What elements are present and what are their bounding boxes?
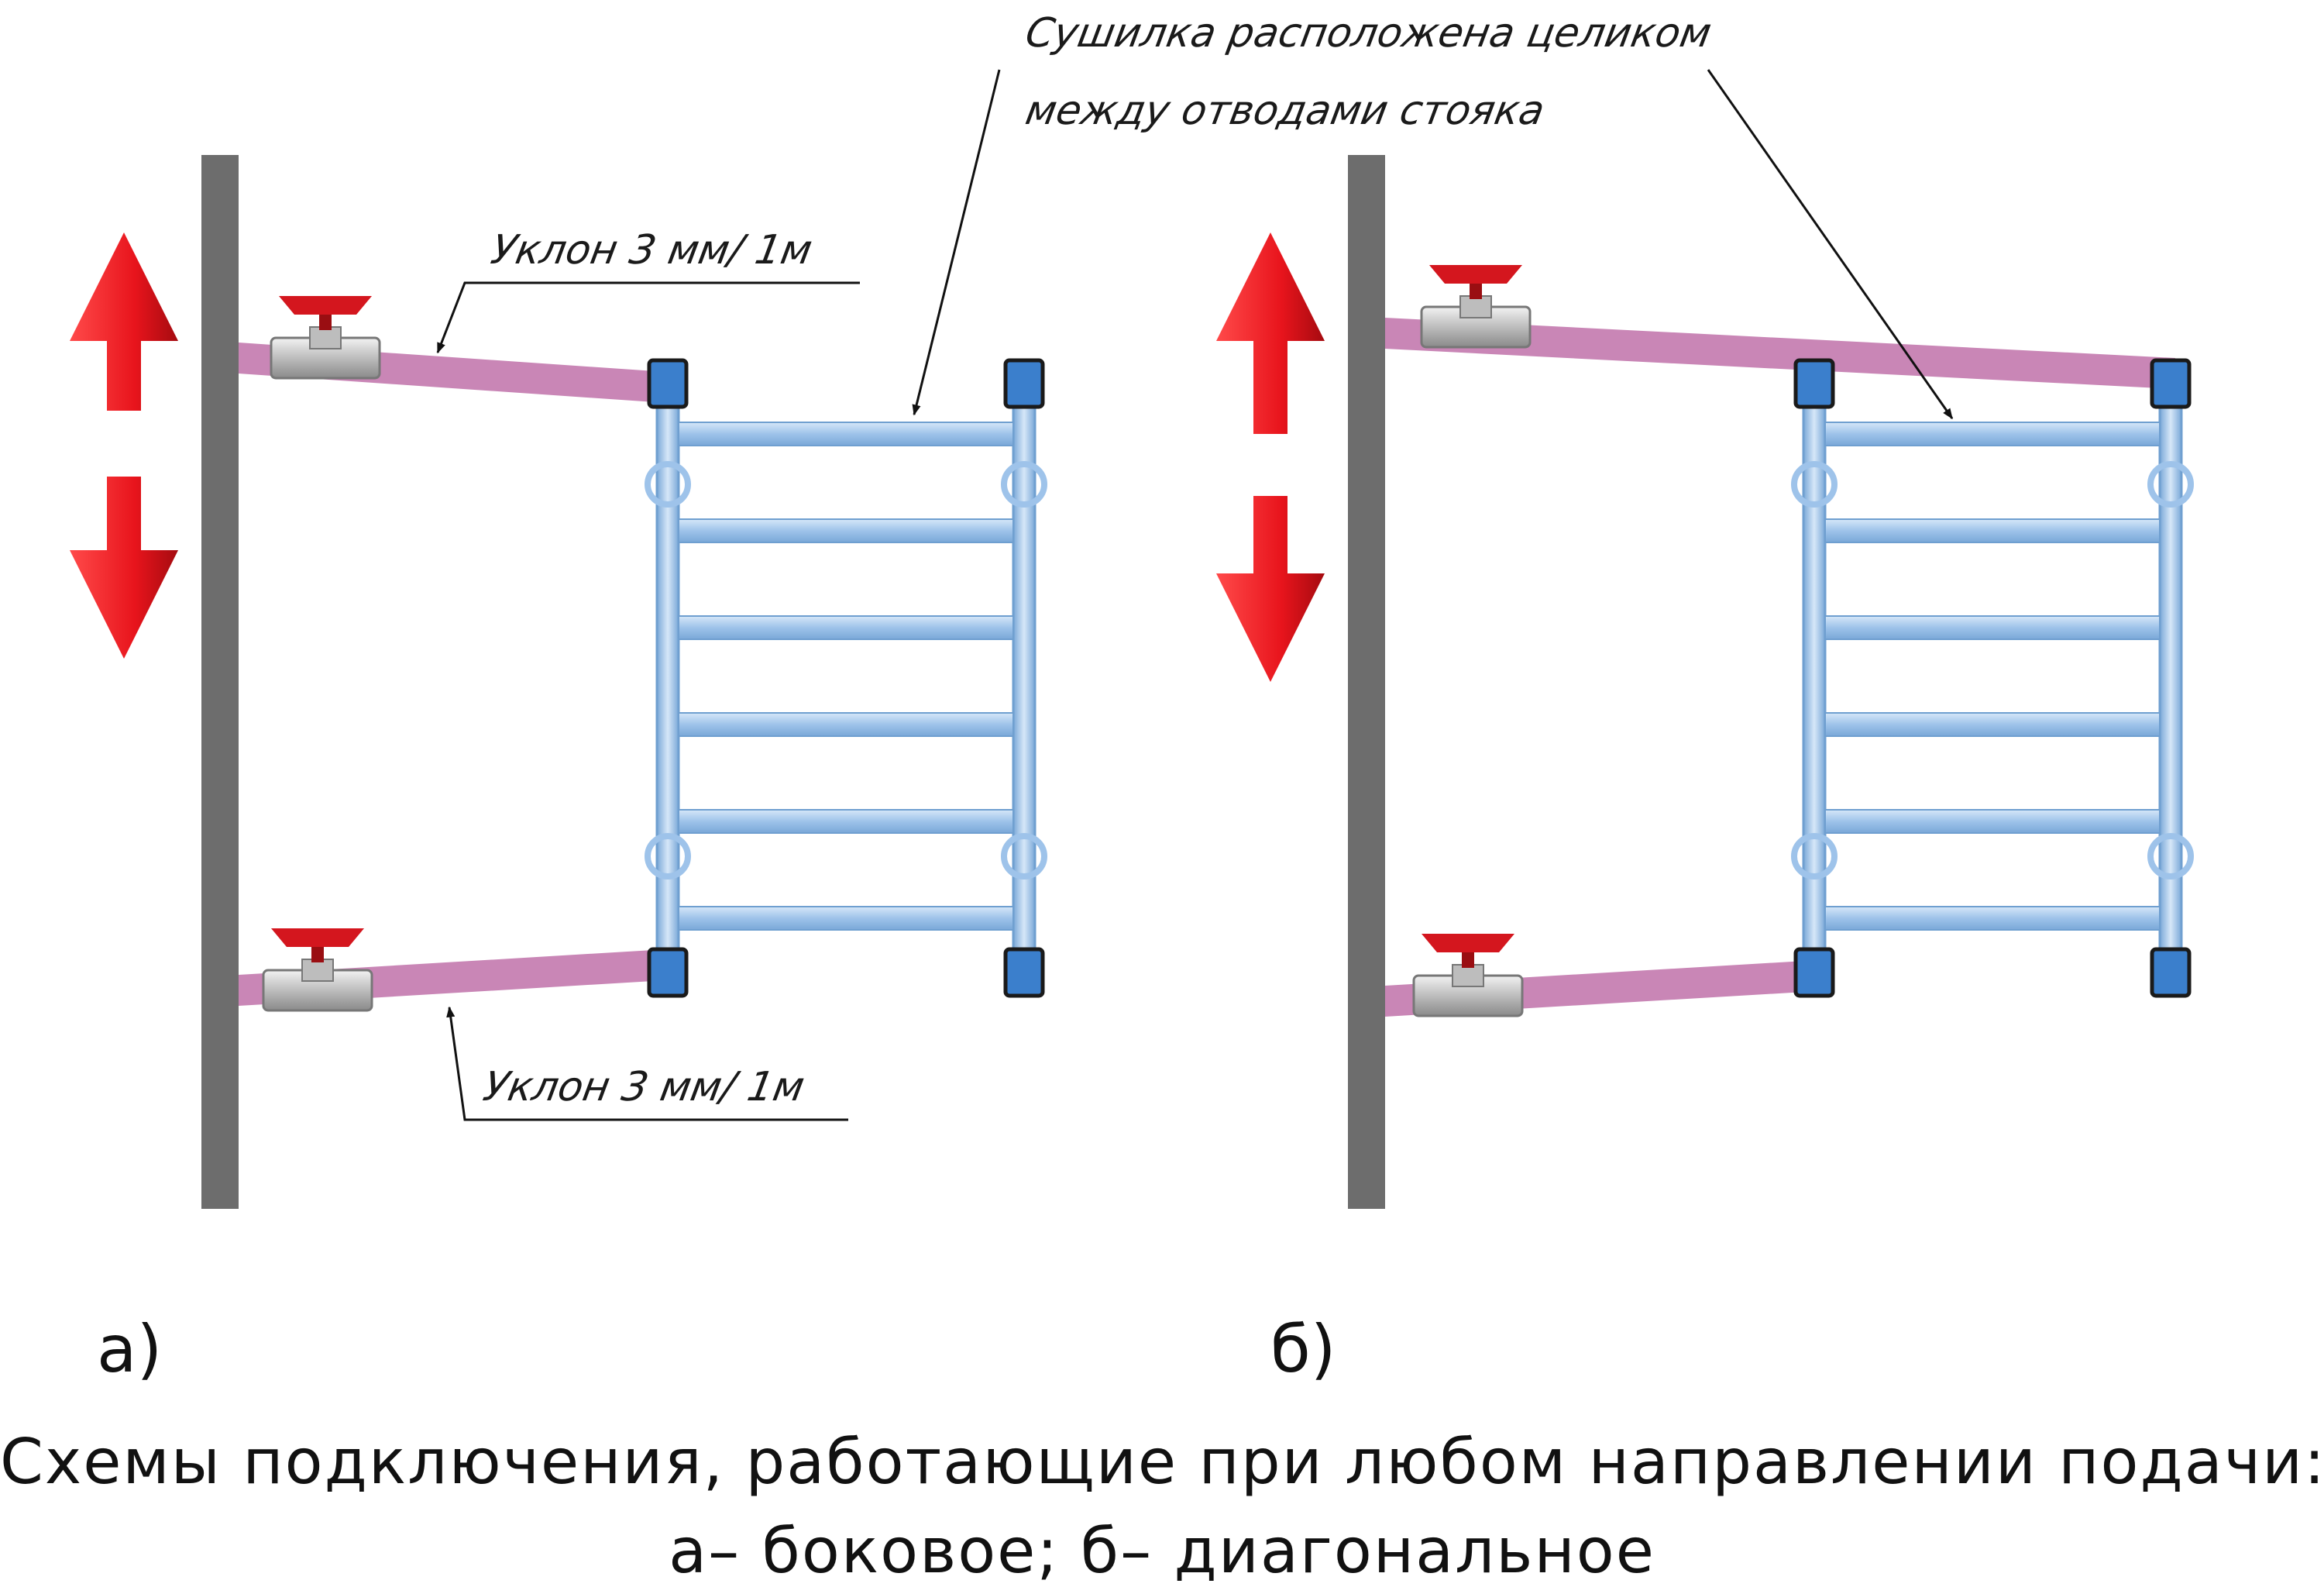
caption-line-2: а– боковое; б– диагональное (669, 1515, 1655, 1587)
ball-valve-icon (1420, 265, 1532, 349)
down-arrow-icon (1216, 496, 1325, 682)
slope-leader-top (436, 281, 860, 354)
towel-dryer (1791, 358, 2194, 998)
panel-b-label: б) (1270, 1311, 1336, 1387)
slope-note-top: Уклон 3 мм/ 1м (487, 226, 816, 274)
towel-dryer (645, 358, 1047, 998)
dryer-annotation: Сушилка расположена целиком между отвода… (912, 9, 1954, 420)
dryer-leader-right (1707, 69, 1954, 420)
dryer-note-line1: Сушилка расположена целиком (1022, 9, 1714, 57)
ball-valve-icon (262, 928, 373, 1012)
riser-pipe (201, 155, 239, 1209)
panel-a-label: а) (97, 1311, 162, 1387)
down-arrow-icon (70, 477, 178, 659)
up-arrow-icon (70, 232, 178, 411)
caption-line-1: Схемы подключения, работающие при любом … (0, 1426, 2324, 1498)
slope-leader-bottom (446, 1006, 848, 1121)
up-arrow-icon (1216, 232, 1325, 434)
slope-note-bottom: Уклон 3 мм/ 1м (480, 1063, 808, 1110)
riser-pipe (1348, 155, 1385, 1209)
panel-a: Уклон 3 мм/ 1м Уклон 3 мм/ 1м а) (70, 155, 1047, 1387)
ball-valve-icon (270, 296, 381, 380)
dryer-leader-left (912, 69, 1001, 416)
panel-b: б) (1216, 155, 2194, 1387)
ball-valve-icon (1412, 934, 1524, 1017)
supply-pipe-top (1385, 318, 2175, 389)
dryer-note-line2: между отводами стояка (1022, 87, 1548, 134)
